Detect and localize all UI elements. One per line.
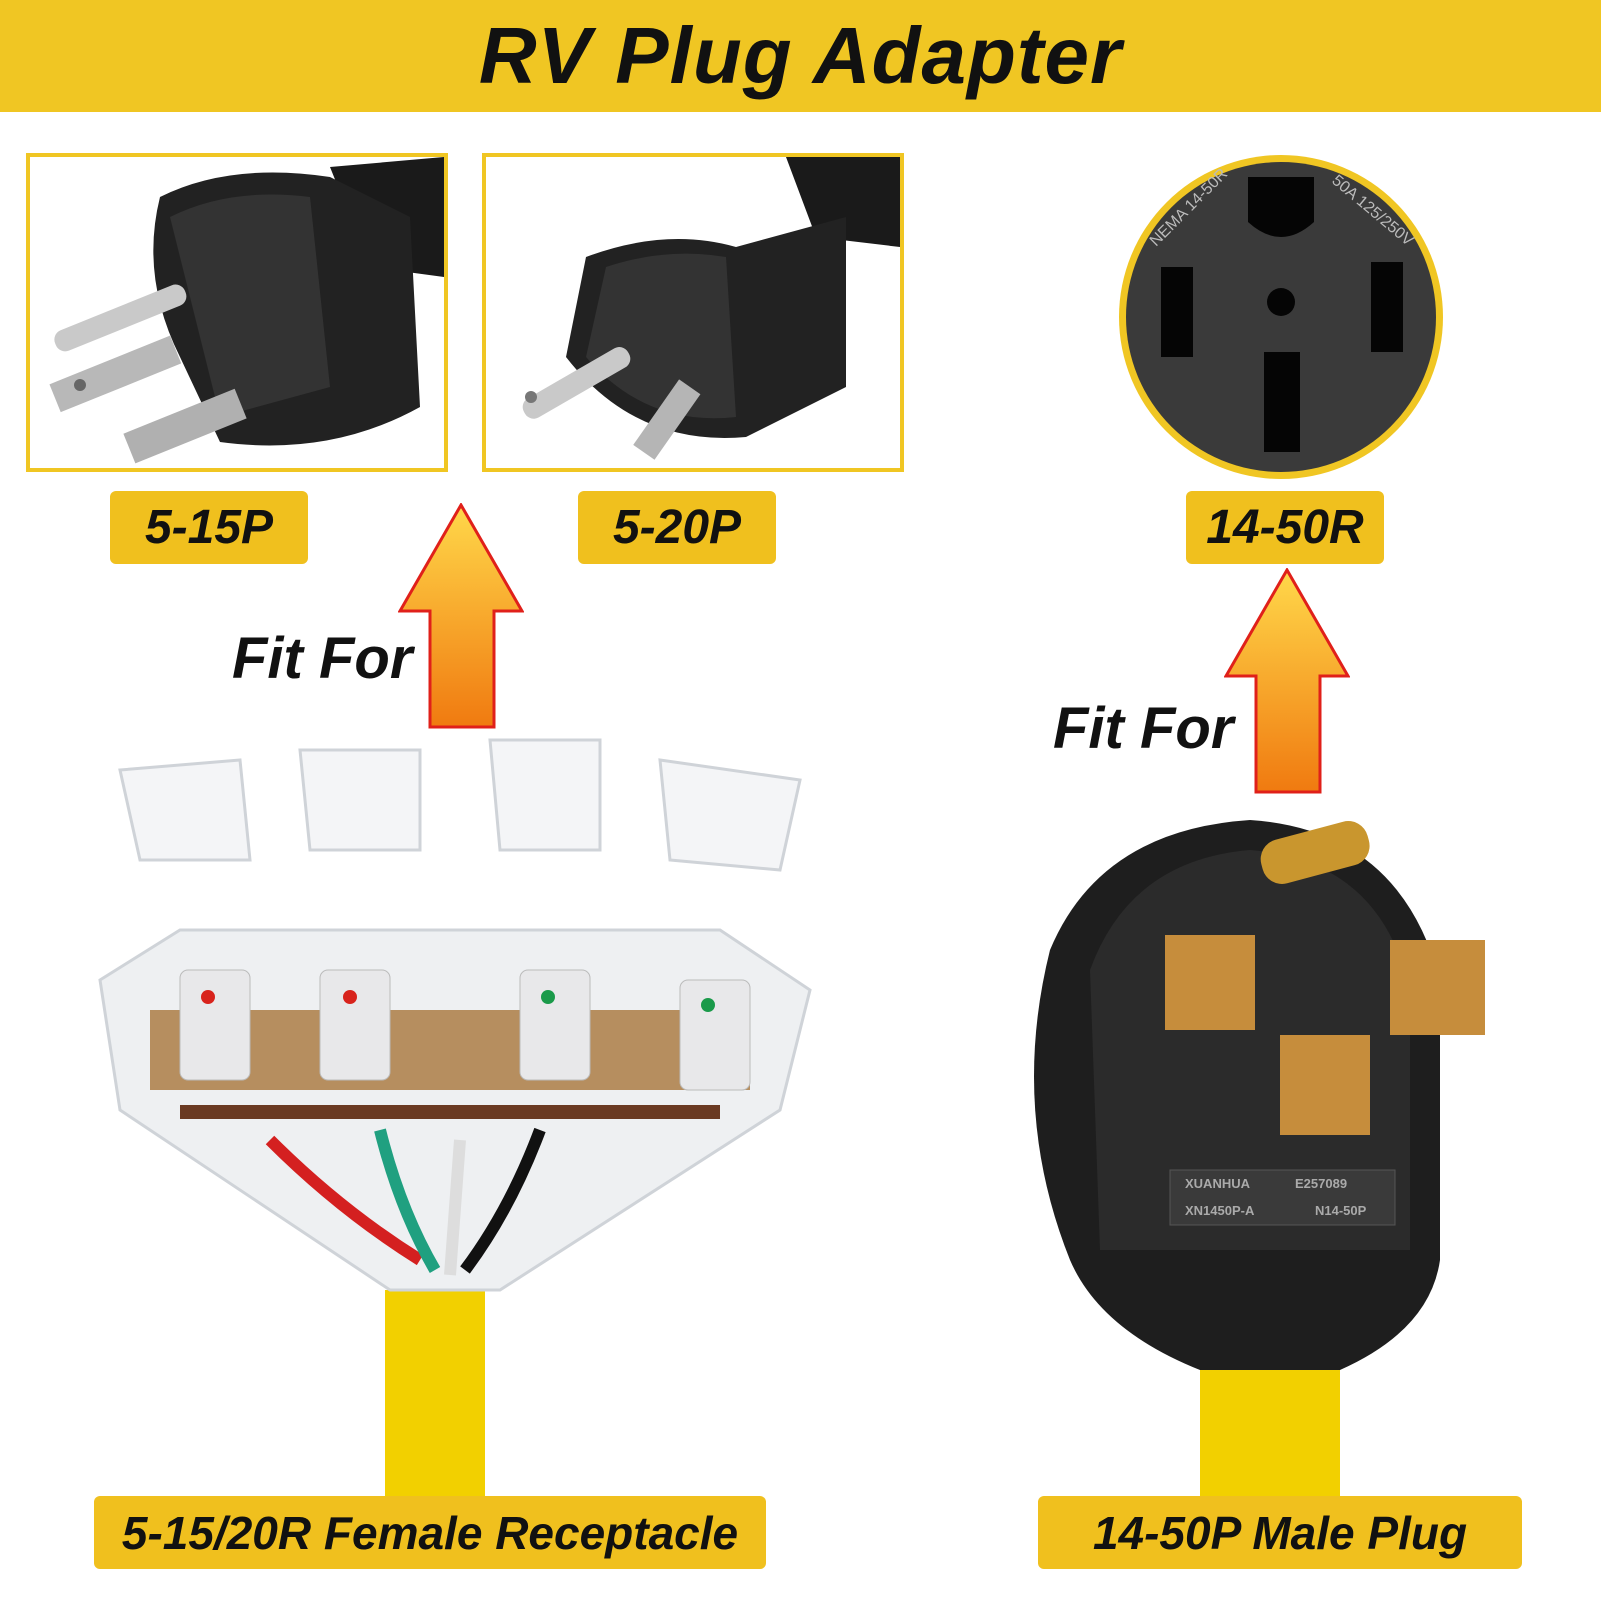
label-5-15p: 5-15P	[110, 491, 308, 564]
label-female-receptacle-text: 5-15/20R Female Receptacle	[121, 1506, 739, 1559]
plug-5-20p-image	[482, 153, 904, 472]
label-14-50r: 14-50R	[1186, 491, 1384, 564]
label-female-receptacle: 5-15/20R Female Receptacle	[94, 1496, 766, 1569]
up-arrow-icon	[1224, 568, 1350, 794]
label-5-20p: 5-20P	[578, 491, 776, 564]
plug-marking-model: XN1450P-A	[1185, 1203, 1255, 1218]
label-14-50r-text: 14-50R	[1206, 501, 1364, 554]
label-male-plug-text: 14-50P Male Plug	[1092, 1506, 1468, 1559]
plug-marking-type: N14-50P	[1315, 1203, 1367, 1218]
plug-5-15p-image	[26, 153, 448, 472]
page-title: RV Plug Adapter	[478, 11, 1123, 100]
plug-marking-brand: XUANHUA	[1185, 1176, 1251, 1191]
receptacle-14-50r-image: NEMA 14-50R 50A 125/250V	[1116, 152, 1446, 482]
header-banner: RV Plug Adapter	[0, 0, 1601, 112]
label-male-plug: 14-50P Male Plug	[1038, 1496, 1522, 1569]
male-plug-image: XUANHUA E257089 XN1450P-A N14-50P	[1034, 820, 1485, 1500]
label-5-15p-text: 5-15P	[144, 501, 274, 554]
female-receptacle-image	[98, 738, 812, 1500]
up-arrow-icon	[398, 503, 524, 729]
fit-for-text-left: Fit For	[232, 626, 413, 691]
fit-for-text-right: Fit For	[1053, 696, 1234, 761]
plug-marking-cert: E257089	[1295, 1176, 1347, 1191]
label-5-20p-text: 5-20P	[612, 501, 742, 554]
